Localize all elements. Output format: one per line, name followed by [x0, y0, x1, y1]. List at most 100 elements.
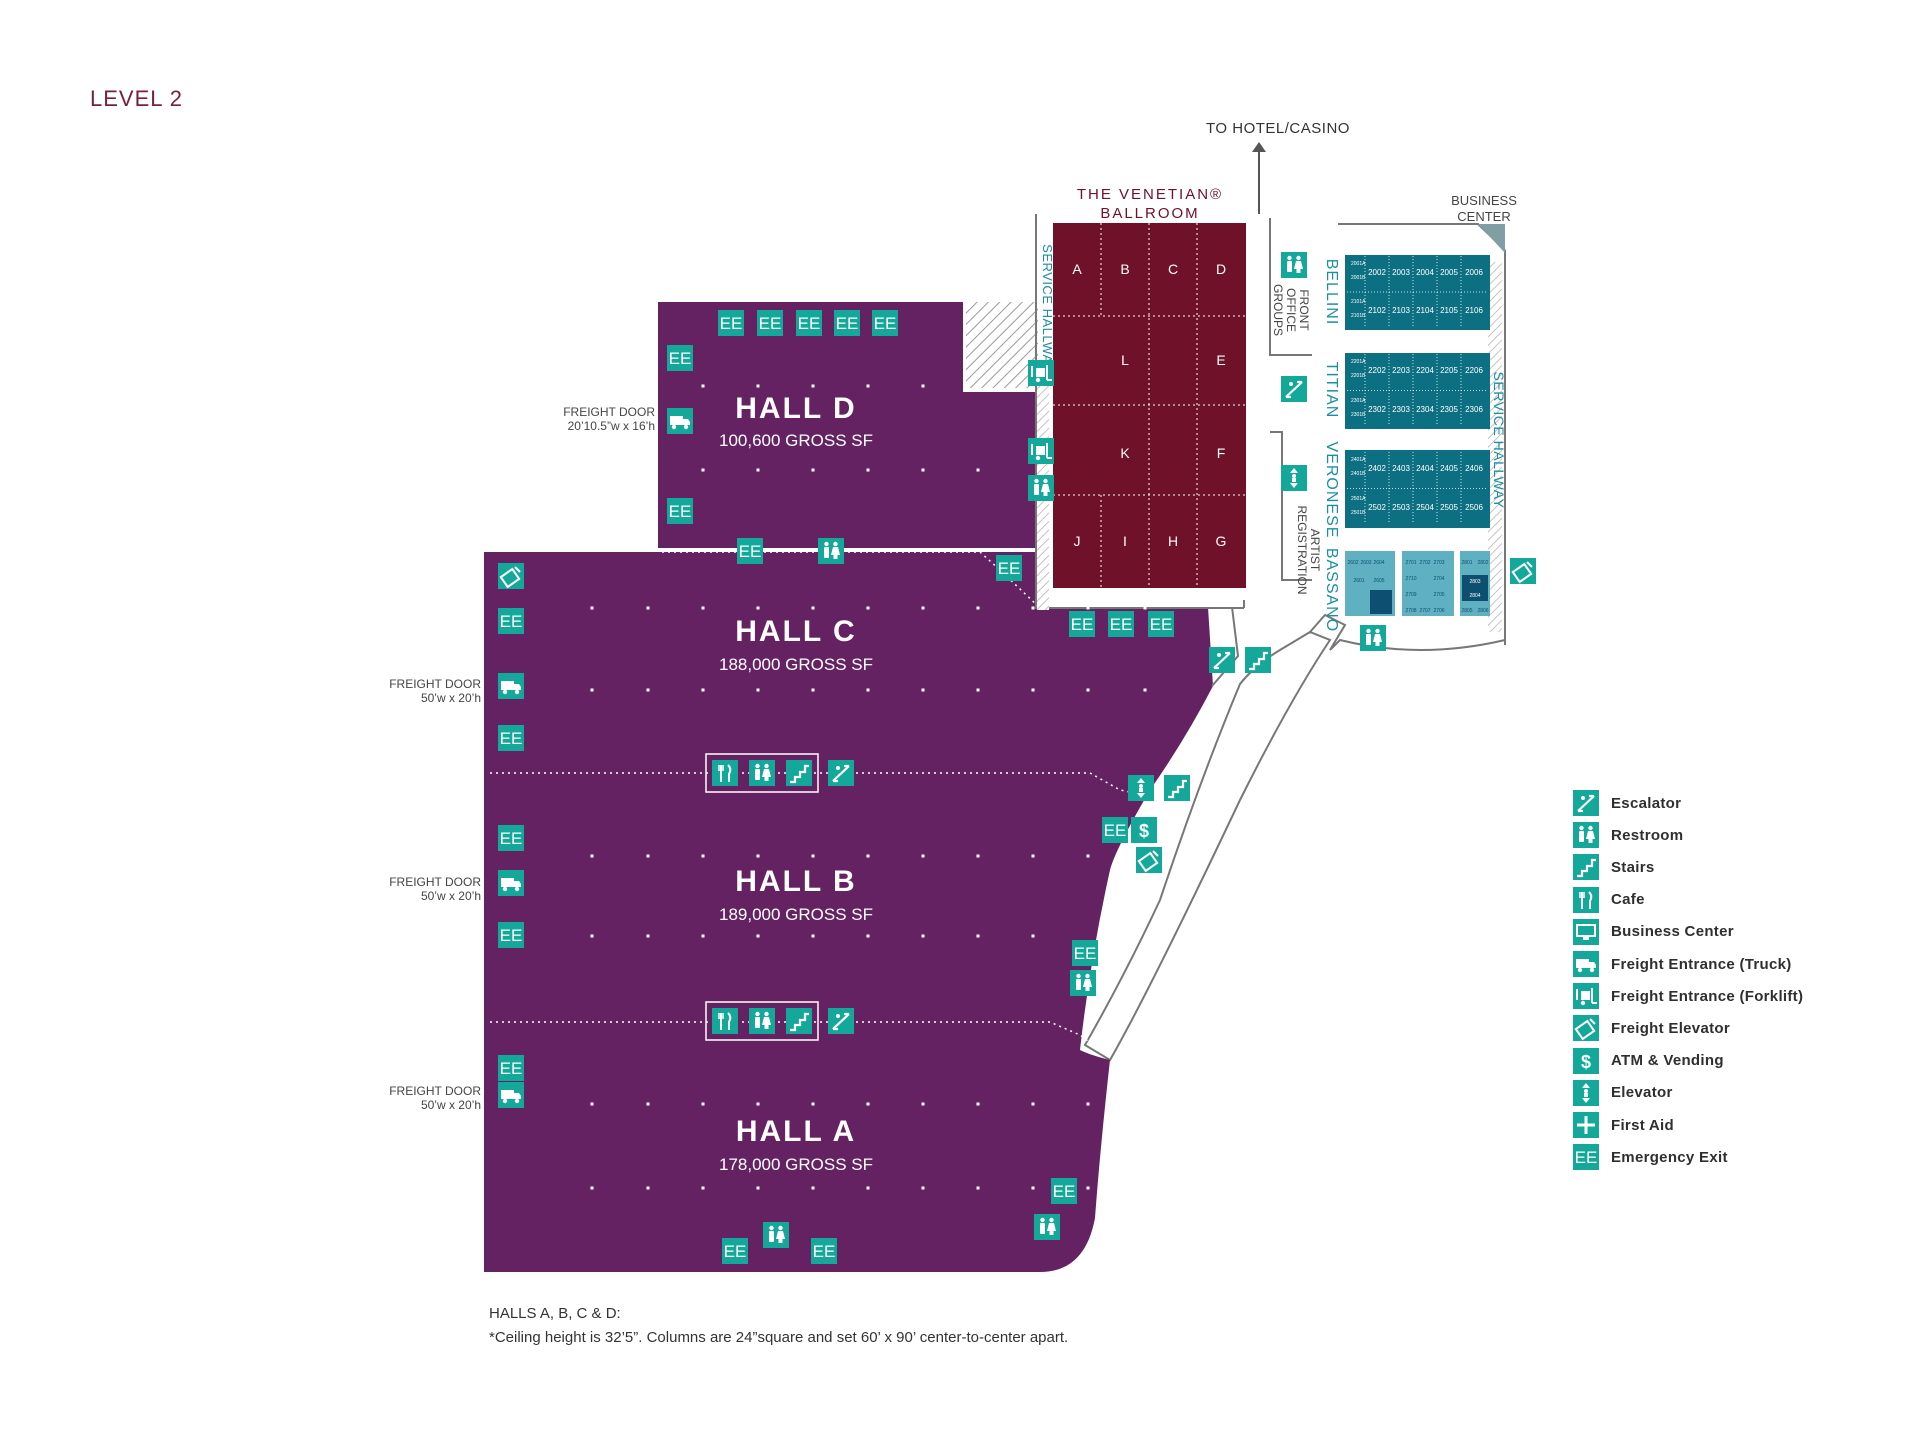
freight-door-label: FREIGHT DOOR [389, 875, 481, 889]
hall-abc-area [484, 552, 1213, 1272]
emergency-exit-icon[interactable]: EE [1072, 940, 1098, 966]
ballroom-grid [1053, 223, 1246, 588]
emergency-exit-icon[interactable]: EE [872, 310, 898, 336]
emergency-exit-icon[interactable]: EE [498, 825, 524, 851]
cafe-icon[interactable] [712, 1008, 738, 1034]
room-number: 2710 [1405, 576, 1416, 582]
room-number: 2606 [1375, 599, 1386, 605]
truck-icon[interactable] [498, 1082, 524, 1108]
emergency-exit-icon[interactable]: EE [718, 310, 744, 336]
room-number: 2002 [1368, 268, 1386, 277]
room-number: 2103 [1392, 306, 1410, 315]
restroom-icon[interactable] [763, 1222, 789, 1248]
restroom-icon[interactable] [749, 760, 775, 786]
emergency-exit-icon[interactable]: EE [1102, 817, 1128, 843]
emergency-exit-icon[interactable]: EE [1148, 611, 1174, 637]
cafe-icon[interactable] [712, 760, 738, 786]
hall-area: 100,600 GROSS SF [719, 431, 873, 450]
ballroom-section-label: F [1217, 445, 1226, 461]
legend-label: Stairs [1611, 858, 1655, 876]
freight-elevator-icon[interactable] [1136, 847, 1162, 873]
meeting-rooms-veronese [1345, 450, 1490, 528]
stairs-icon[interactable] [786, 760, 812, 786]
freight-door-size: 50’w x 20’h [421, 1098, 481, 1112]
restroom-icon[interactable] [1070, 970, 1096, 996]
emergency-exit-icon[interactable]: EE [996, 555, 1022, 581]
emergency-exit-icon[interactable]: EE [498, 725, 524, 751]
room-number: 2104 [1416, 306, 1434, 315]
emergency-exit-icon[interactable]: EE [498, 922, 524, 948]
emergency-exit-icon[interactable]: EE [811, 1238, 837, 1264]
freight-elevator-icon[interactable] [498, 563, 524, 589]
ballroom-section-label: K [1120, 445, 1130, 461]
emergency-exit-icon[interactable]: EE [1108, 611, 1134, 637]
legend-item: Elevator [1573, 1079, 1673, 1106]
room-number: 2404 [1416, 464, 1434, 473]
escalator-icon[interactable] [1281, 376, 1307, 402]
room-number: 2605 [1373, 578, 1384, 584]
emergency-exit-icon[interactable]: EE [834, 310, 860, 336]
restroom-icon[interactable] [749, 1008, 775, 1034]
room-number: 2301A [1351, 398, 1366, 404]
legend-item: First Aid [1573, 1112, 1674, 1138]
room-number: 2806 [1477, 608, 1488, 614]
room-number: 2601 [1353, 578, 1364, 584]
stairs-icon[interactable] [1164, 775, 1190, 801]
emergency-exit-icon[interactable]: EE [737, 538, 763, 564]
hall-area: 178,000 GROSS SF [719, 1155, 873, 1174]
emergency-exit-icon[interactable]: EE [498, 608, 524, 634]
ballroom-name: BALLROOM [1100, 205, 1199, 222]
room-number: 2003 [1392, 268, 1410, 277]
elevator-icon[interactable] [1281, 465, 1307, 491]
room-number: 2304 [1416, 405, 1434, 414]
service-hallway-east-hatch [1488, 262, 1502, 632]
atm-icon[interactable] [1131, 817, 1157, 843]
emergency-exit-icon[interactable]: EE [1051, 1178, 1077, 1204]
meeting-room-name: BASSANO [1323, 548, 1340, 632]
meeting-room-name: VERONESE [1323, 442, 1340, 539]
emergency-exit-icon: EE [1573, 1144, 1599, 1171]
escalator-icon[interactable] [828, 760, 854, 786]
restroom-icon[interactable] [818, 538, 844, 564]
room-number: 2705 [1433, 592, 1444, 598]
svg-text:EE: EE [500, 612, 523, 631]
stairs-icon[interactable] [1245, 647, 1271, 673]
emergency-exit-icon[interactable]: EE [796, 310, 822, 336]
freight-door-size: 50’w x 20’h [421, 691, 481, 705]
emergency-exit-icon[interactable]: EE [667, 345, 693, 371]
emergency-exit-icon[interactable]: EE [1069, 611, 1095, 637]
ballroom-section-label: J [1074, 533, 1081, 549]
legend-label: Business Center [1611, 923, 1734, 941]
truck-icon[interactable] [498, 673, 524, 699]
freight-elevator-icon[interactable] [1510, 558, 1536, 584]
emergency-exit-icon[interactable]: EE [667, 498, 693, 524]
svg-text:EE: EE [500, 926, 523, 945]
restroom-icon[interactable] [1034, 1214, 1060, 1240]
restroom-icon[interactable] [1360, 625, 1386, 651]
business-center-label: BUSINESS [1451, 193, 1517, 208]
truck-icon[interactable] [667, 408, 693, 434]
forklift-icon[interactable] [1028, 438, 1054, 464]
restroom-icon [1573, 822, 1599, 849]
svg-text:EE: EE [739, 542, 762, 561]
svg-text:EE: EE [669, 349, 692, 368]
escalator-icon[interactable] [828, 1008, 854, 1034]
legend-item: Restroom [1573, 822, 1683, 849]
hatched-area-hall-d [966, 302, 1038, 388]
emergency-exit-icon[interactable]: EE [498, 1055, 524, 1081]
truck-icon[interactable] [498, 870, 524, 896]
escalator-icon[interactable] [1209, 647, 1235, 673]
forklift-icon[interactable] [1028, 360, 1054, 386]
room-number: 2805 [1461, 608, 1472, 614]
meeting-room-name: TITIAN [1323, 362, 1340, 419]
elevator-icon[interactable] [1128, 775, 1154, 801]
front-office-label: GROUPS [1271, 284, 1285, 336]
restroom-icon[interactable] [1281, 252, 1307, 278]
emergency-exit-icon[interactable]: EE [757, 310, 783, 336]
stairs-icon[interactable] [786, 1008, 812, 1034]
svg-text:EE: EE [1074, 944, 1097, 963]
restroom-icon[interactable] [1028, 475, 1054, 501]
emergency-exit-icon[interactable]: EE [722, 1238, 748, 1264]
freight-door-label: FREIGHT DOOR [389, 677, 481, 691]
svg-text:EE: EE [1575, 1148, 1598, 1167]
